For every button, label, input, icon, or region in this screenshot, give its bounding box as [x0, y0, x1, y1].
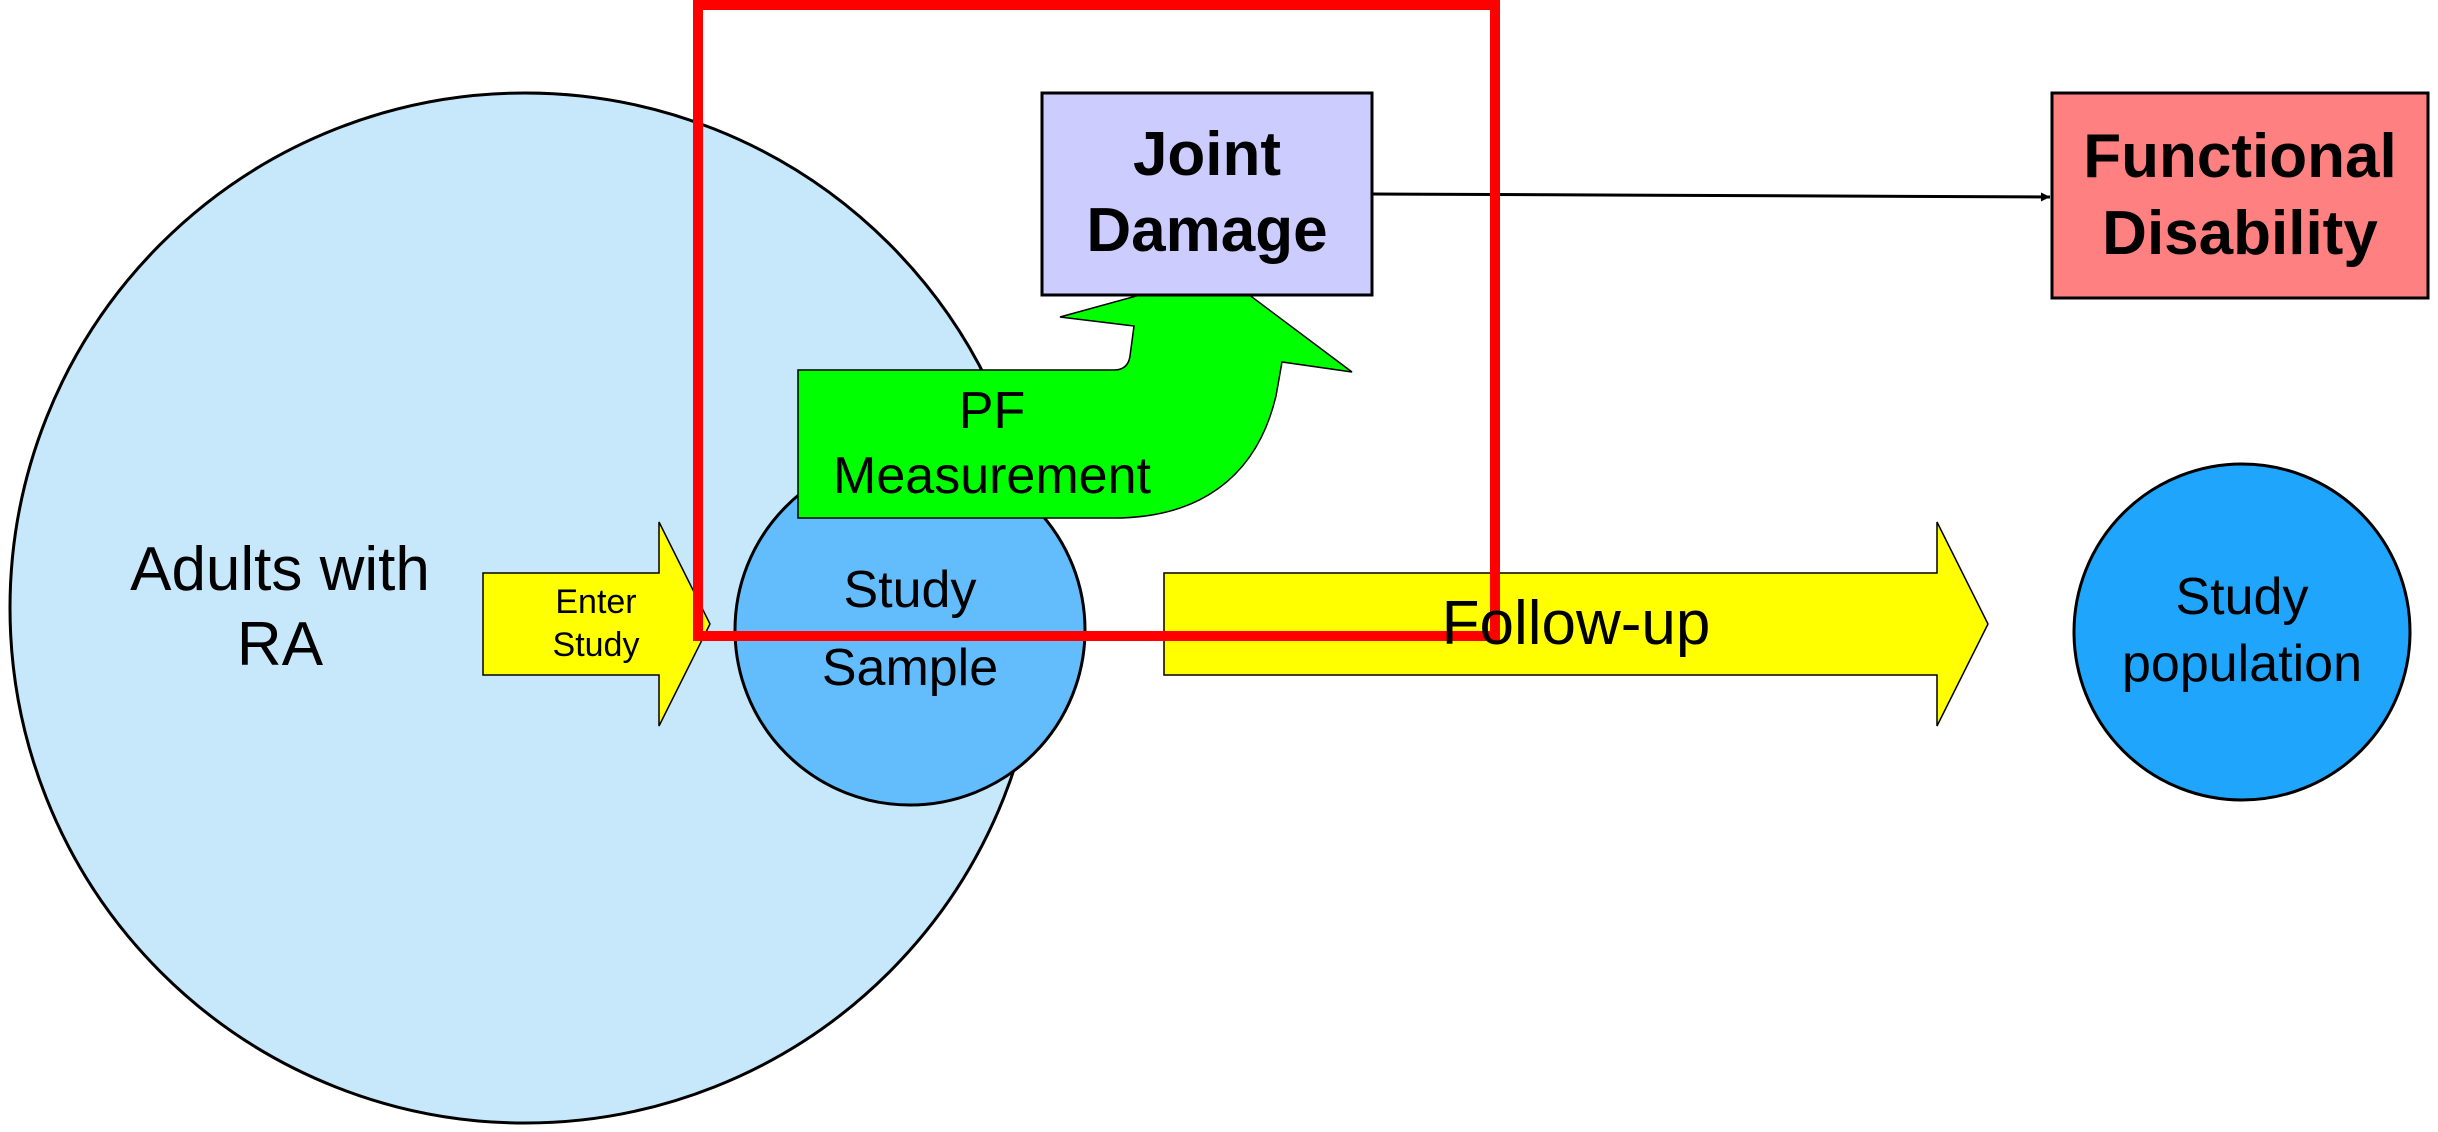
highlight-rectangle	[693, 0, 1500, 641]
functional-disability-line1: Functional	[2083, 122, 2396, 191]
follow-up-arrow	[1163, 521, 1989, 727]
joint-damage-line1: Joint	[1133, 120, 1281, 189]
joint-damage-line2: Damage	[1086, 196, 1327, 265]
joint-damage-to-disability-connector	[1371, 192, 2051, 202]
joint-damage-box	[1040, 91, 1374, 297]
enter-study-line1: Enter	[555, 583, 636, 621]
follow-up-label: Follow-up	[1442, 589, 1711, 658]
pf-measurement-line2: Measurement	[833, 447, 1151, 505]
pf-measurement-line1: PF	[959, 382, 1025, 440]
adults-with-ra-line2: RA	[237, 610, 324, 679]
functional-disability-line2: Disability	[2102, 199, 2378, 268]
study-population-line2: population	[2122, 635, 2362, 693]
study-population-circle	[2072, 462, 2412, 802]
functional-disability-box	[2050, 91, 2430, 300]
study-sample-line1: Study	[844, 561, 977, 619]
pf-measurement-arrow	[797, 272, 1353, 519]
study-sample-line2: Sample	[822, 639, 998, 697]
enter-study-line2: Study	[553, 626, 640, 664]
adults-with-ra-line1: Adults with	[130, 535, 430, 604]
study-population-line1: Study	[2176, 568, 2309, 626]
enter-study-arrow	[482, 521, 711, 727]
